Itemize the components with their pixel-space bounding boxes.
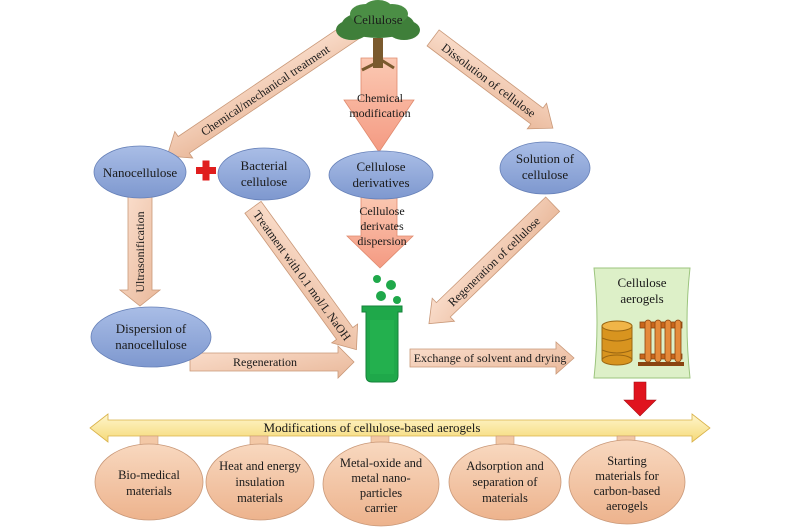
application-metal-oxide-line-1: Metal-oxide and <box>340 456 423 470</box>
arrow-ultrasonification: Ultrasonification <box>118 195 162 307</box>
label-ultrasonification: Ultrasonification <box>133 211 147 292</box>
arrow-chemical-modification: Chemical modification <box>343 57 415 153</box>
node-dispersion-of-nanocellulose: Dispersion of nanocellulose <box>90 306 212 368</box>
arrow-dissolution: Dissolution of cellulose <box>426 29 554 130</box>
modifications-banner: Modifications of cellulose-based aerogel… <box>89 413 711 443</box>
aerogels-label-1: Cellulose <box>617 275 666 290</box>
node-dispersion-label-1: Dispersion of <box>116 321 187 336</box>
label-regeneration-of-cellulose: Regeneration of cellulose <box>445 214 543 309</box>
label-chemical-modification-2: modification <box>349 106 410 120</box>
application-carbon-aerogels: Starting materials for carbon-based aero… <box>568 439 686 525</box>
label-chemical-modification-1: Chemical <box>357 91 404 105</box>
arrow-naoh: Treatment with 0.1 mol/L NaOH <box>244 200 359 351</box>
arrow-derivates-dispersion: Cellulose derivates dispersion <box>346 193 414 269</box>
application-metal-oxide-line-3: particles <box>360 486 402 500</box>
label-regeneration: Regeneration <box>233 355 297 369</box>
plus-icon <box>196 160 216 181</box>
application-heat-energy-line-3: materials <box>237 491 283 505</box>
label-derivates-1: Cellulose <box>359 204 404 218</box>
application-heat-energy-line-2: insulation <box>235 475 285 489</box>
application-metal-oxide-line-4: carrier <box>365 501 398 515</box>
node-cellulose-derivatives: Cellulose derivatives <box>328 150 434 200</box>
node-solution-label-2: cellulose <box>522 167 568 182</box>
node-derivatives-label-2: derivatives <box>352 175 409 190</box>
label-naoh: Treatment with 0.1 mol/L NaOH <box>250 208 354 344</box>
node-cellulose-label: Cellulose <box>353 12 402 27</box>
test-tubes-icon <box>638 319 684 366</box>
application-bio-medical: Bio-medical materials <box>94 443 204 521</box>
arrow-regeneration-of-cellulose: Regeneration of cellulose <box>428 196 561 325</box>
application-metal-oxide-line-2: metal nano- <box>351 471 410 485</box>
node-dispersion-label-2: nanocellulose <box>115 337 187 352</box>
node-bacterial-label-1: Bacterial <box>241 158 288 173</box>
application-adsorption: Adsorption and separation of materials <box>448 443 562 521</box>
application-carbon-aerogels-line-1: Starting <box>607 454 647 468</box>
node-solution-of-cellulose: Solution of cellulose <box>499 141 591 195</box>
application-bio-medical-line-2: materials <box>126 484 172 498</box>
cylinder-icon <box>601 320 633 366</box>
node-solution-label-1: Solution of <box>516 151 575 166</box>
application-bio-medical-line-1: Bio-medical <box>118 468 180 482</box>
node-nanocellulose: Nanocellulose <box>93 145 187 199</box>
tree-icon <box>336 0 420 72</box>
aerogels-label-2: aerogels <box>620 291 663 306</box>
label-exchange: Exchange of solvent and drying <box>414 351 567 365</box>
node-bacterial-label-2: cellulose <box>241 174 287 189</box>
node-nanocellulose-label: Nanocellulose <box>103 165 178 180</box>
arrow-exchange: Exchange of solvent and drying <box>409 341 575 375</box>
application-carbon-aerogels-line-4: aerogels <box>606 499 648 513</box>
arrow-chemical-mechanical: Chemical/mechanical treatment <box>166 19 363 159</box>
label-chemical-mechanical: Chemical/mechanical treatment <box>198 42 333 139</box>
banner-label: Modifications of cellulose-based aerogel… <box>264 420 481 435</box>
beaker-icon <box>361 275 403 383</box>
node-bacterial-cellulose: Bacterial cellulose <box>217 147 311 201</box>
label-dissolution: Dissolution of cellulose <box>439 41 538 121</box>
application-heat-energy-line-1: Heat and energy <box>219 459 301 473</box>
red-down-arrow <box>623 381 657 417</box>
application-adsorption-line-3: materials <box>482 491 528 505</box>
application-adsorption-line-1: Adsorption and <box>466 459 544 473</box>
application-carbon-aerogels-line-3: carbon-based <box>594 484 661 498</box>
arrow-regeneration: Regeneration <box>189 345 355 379</box>
application-carbon-aerogels-line-2: materials for <box>595 469 659 483</box>
application-metal-oxide: Metal-oxide and metal nano- particles ca… <box>322 441 440 527</box>
application-heat-energy: Heat and energy insulation materials <box>205 443 315 521</box>
label-derivates-2: derivates <box>360 219 404 233</box>
label-derivates-3: dispersion <box>357 234 406 248</box>
node-derivatives-label-1: Cellulose <box>356 159 405 174</box>
application-adsorption-line-2: separation of <box>473 475 539 489</box>
